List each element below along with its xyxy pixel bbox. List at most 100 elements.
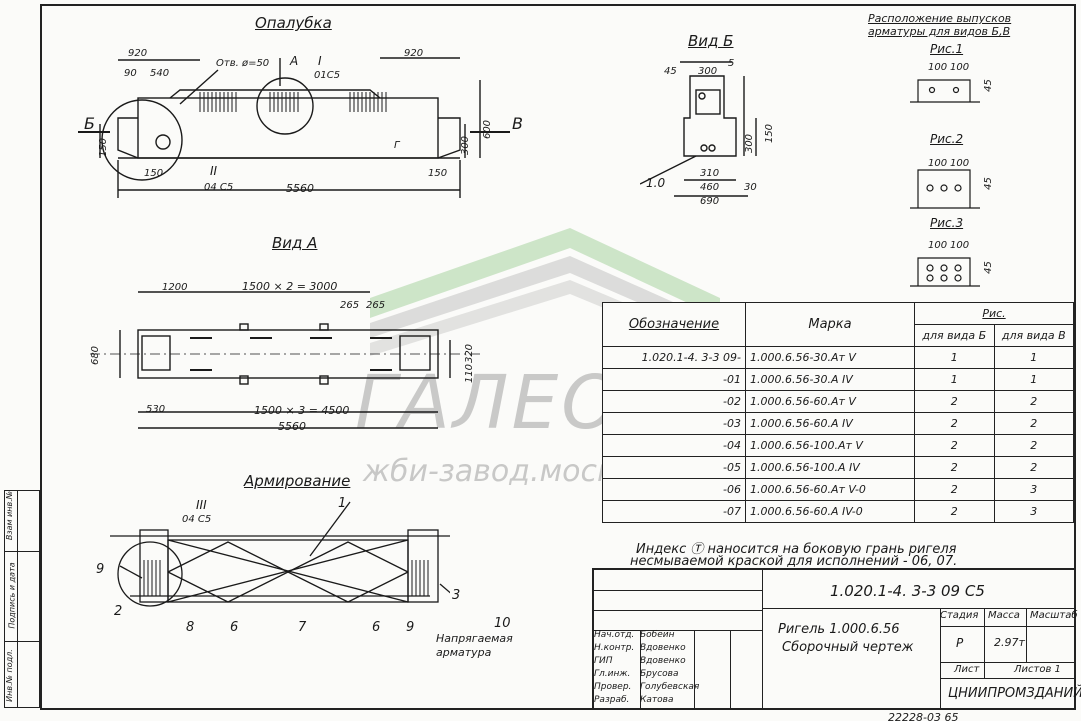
table-cell-mark: 1.000.6.56-100.A IV <box>745 456 915 479</box>
th-view-b: для вида Б <box>914 324 995 347</box>
title-formwork: Опалубка <box>255 14 332 32</box>
va-320: 320 <box>464 343 476 364</box>
table-cell-b: 2 <box>914 456 995 479</box>
stamp-name: Вдовенко <box>640 643 686 653</box>
vb-5: 5 <box>728 58 735 69</box>
bottom-code: 22228-03 65 <box>888 711 959 724</box>
callout-6a: 6 <box>230 620 239 635</box>
stamp-name: Бобеин <box>640 630 675 640</box>
dim-920b: 920 <box>404 48 424 59</box>
node-3: III <box>196 498 207 512</box>
side-stamp-replace: Взам инв.№ <box>5 490 15 541</box>
f3-100a: 100 <box>928 240 948 251</box>
f2-45: 45 <box>982 177 994 190</box>
f1-100b: 100 <box>950 62 970 73</box>
fig2-title: Рис.2 <box>930 132 964 146</box>
table-cell-b: 2 <box>914 412 995 435</box>
table-cell-v: 1 <box>993 346 1074 369</box>
table-cell-mark: 1.000.6.56-60.A IV <box>745 412 915 435</box>
formwork-drawing <box>78 57 510 198</box>
view-a-drawing <box>90 291 480 429</box>
table-cell-v: 2 <box>993 390 1074 413</box>
stamp-role: Провер. <box>594 682 632 692</box>
callout-9b: 9 <box>406 620 415 635</box>
th-fig: Рис. <box>914 302 1074 325</box>
f1-100a: 100 <box>928 62 948 73</box>
doc-code: 1.020.1-4. 3-3 09 С5 <box>830 582 985 600</box>
table-cell-v: 3 <box>993 478 1074 501</box>
doc-name-1: Ригель 1.000.6.56 <box>778 622 900 637</box>
va-110: 110 <box>464 363 476 384</box>
table-cell-b: 1 <box>914 368 995 391</box>
table-cell-mark: 1.000.6.56-60.Aт V-0 <box>745 478 915 501</box>
table-cell-designation: -01 <box>602 368 746 391</box>
f3-100b: 100 <box>950 240 970 251</box>
hole-label: Отв. ø=50 <box>216 58 270 69</box>
table-cell-designation: -02 <box>602 390 746 413</box>
callout-1: 1 <box>338 496 347 511</box>
table-cell-designation: -03 <box>602 412 746 435</box>
table-cell-designation: 1.020.1-4. 3-3 09- <box>602 346 746 369</box>
va-265b: 265 <box>366 300 386 311</box>
va-680: 680 <box>90 345 102 366</box>
vb-300: 300 <box>698 66 718 77</box>
table-cell-b: 2 <box>914 390 995 413</box>
side-stamp-inventory: Инв.№ подл. <box>4 649 14 702</box>
vb-460: 460 <box>700 182 720 193</box>
dim-920a: 920 <box>128 48 148 59</box>
callout-2: 2 <box>114 604 123 619</box>
side-stamp-signature: Подпись и дата <box>7 562 17 629</box>
table-cell-designation: -04 <box>602 434 746 457</box>
note-line1: Индекс Ⓣ наносится на боковую грань риге… <box>636 542 957 557</box>
layout-title: Расположение выпусков арматуры для видов… <box>868 12 1012 38</box>
callout-10: 10 <box>494 616 511 631</box>
title-block <box>592 568 1076 710</box>
stamp-role: ГИП <box>594 656 613 666</box>
table-cell-v: 2 <box>993 434 1074 457</box>
mark-b: Б <box>84 114 95 133</box>
table-cell-b: 1 <box>914 346 995 369</box>
table-cell-v: 2 <box>993 412 1074 435</box>
mark-a: А <box>290 54 299 68</box>
th-view-v: для вида В <box>993 324 1074 347</box>
stage: Р <box>956 636 964 650</box>
layout-figures <box>910 79 980 287</box>
callout-9a: 9 <box>96 562 105 577</box>
va-spacing2: 1500 × 3 = 4500 <box>254 404 350 417</box>
stamp-role: Нач.отд. <box>594 630 635 640</box>
length-5560: 5560 <box>286 182 314 195</box>
title-view-b: Вид Б <box>688 32 734 50</box>
callout-8: 8 <box>186 620 195 635</box>
stamp-role: Гл.инж. <box>594 669 631 679</box>
node-2: II <box>210 164 218 178</box>
table-cell-designation: -07 <box>602 500 746 523</box>
table-cell-b: 2 <box>914 478 995 501</box>
table-cell-v: 3 <box>993 500 1074 523</box>
stamp-name: Катова <box>640 695 674 705</box>
note-line2: несмываемой краской для исполнений - 06,… <box>630 554 958 569</box>
va-length: 5560 <box>278 420 306 433</box>
sheets: Листов 1 <box>1014 664 1061 675</box>
table-cell-mark: 1.000.6.56-30.A IV <box>745 368 915 391</box>
specification-table: Обозначение Марка Рис. для вида Б для ви… <box>602 302 1074 523</box>
mark-v: В <box>512 114 523 133</box>
drawing-frame <box>40 4 1076 710</box>
stamp-role: Н.контр. <box>594 643 635 653</box>
vb-30: 30 <box>744 182 757 193</box>
table-cell-v: 2 <box>993 456 1074 479</box>
dim-90: 90 <box>124 68 137 79</box>
f3-45: 45 <box>982 261 994 274</box>
stamp-name: Брусова <box>640 669 679 679</box>
table-cell-mark: 1.000.6.56-60.A IV-0 <box>745 500 915 523</box>
f2-100b: 100 <box>950 158 970 169</box>
callout-6b: 6 <box>372 620 381 635</box>
vb-150: 150 <box>764 123 776 144</box>
h-stage: Стадия <box>940 610 979 621</box>
callout-3: 3 <box>452 588 461 603</box>
organization: ЦНИИПРОМЗДАНИЙ <box>948 686 1081 701</box>
h-mass: Масса <box>988 610 1020 621</box>
th-designation: Обозначение <box>602 302 746 347</box>
